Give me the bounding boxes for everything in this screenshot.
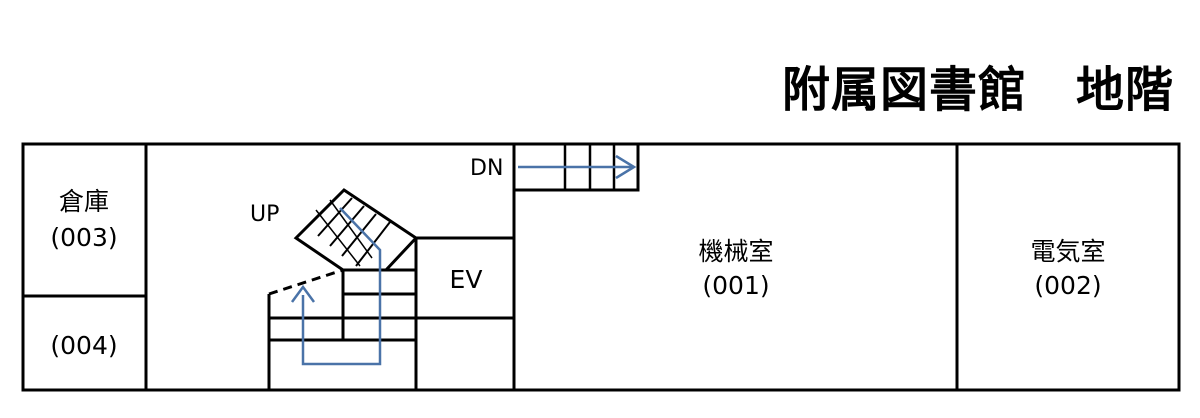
electric-room-name: 電気室 [1030, 237, 1105, 266]
machine-room-code: (001) [702, 271, 769, 300]
up-stair [267, 188, 419, 390]
storage-003-code: (003) [50, 223, 117, 252]
outer-wall [21, 142, 1181, 392]
elevator-label: EV [450, 265, 483, 294]
elevator-shaft [414, 236, 514, 390]
up-arrow [290, 207, 382, 366]
page-title: 附属図書館 地階 [781, 62, 1174, 118]
electric-room-code: (002) [1034, 271, 1101, 300]
machine-room-name: 機械室 [698, 237, 773, 266]
up-label: UP [250, 202, 279, 227]
storage-003-name: 倉庫 [59, 187, 109, 216]
room-004-code: (004) [50, 331, 117, 360]
down-label: DN [470, 156, 503, 181]
down-arrow [518, 154, 637, 180]
